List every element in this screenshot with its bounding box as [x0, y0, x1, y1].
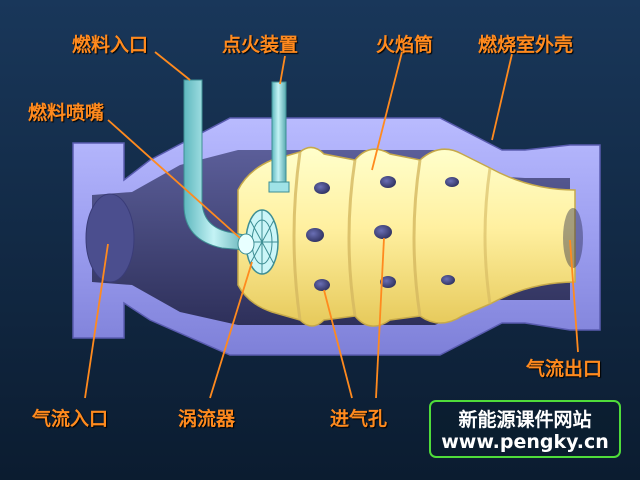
- label-intake-holes: 进气孔: [330, 408, 388, 430]
- label-fuel-inlet: 燃料入口: [72, 34, 149, 56]
- intake-hole: [374, 225, 392, 239]
- intake-hole: [380, 276, 396, 288]
- swirler: [245, 209, 279, 275]
- site-url: www.pengky.cn: [441, 431, 609, 453]
- label-outer-casing: 燃烧室外壳: [478, 34, 574, 56]
- intake-hole: [441, 275, 455, 285]
- leader-line-ignition: [279, 55, 286, 85]
- label-air-outlet: 气流出口: [526, 358, 603, 380]
- leader-line-outer-casing: [491, 53, 513, 141]
- label-fuel-nozzle: 燃料喷嘴: [28, 102, 105, 124]
- fuel-nozzle: [237, 233, 255, 255]
- leader-line-flame-tube: [371, 51, 403, 171]
- leader-line-fuel-inlet: [154, 51, 191, 81]
- intake-hole: [445, 177, 459, 187]
- ignition-device: [271, 81, 287, 193]
- leader-line-fuel-nozzle: [107, 119, 241, 239]
- label-swirler: 涡流器: [178, 408, 236, 430]
- air-outlet-opening: [563, 208, 583, 268]
- intake-hole: [314, 182, 330, 194]
- intake-holes: [306, 176, 459, 291]
- air-inlet-opening: [85, 193, 135, 283]
- intake-hole: [380, 176, 396, 188]
- site-badge: 新能源课件网站 www.pengky.cn: [429, 400, 621, 458]
- leader-line-air-inlet: [84, 243, 109, 399]
- label-flame-tube: 火焰筒: [376, 34, 434, 56]
- label-air-inlet: 气流入口: [32, 408, 109, 430]
- intake-hole: [306, 228, 324, 242]
- intake-hole: [314, 279, 330, 291]
- label-ignition-device: 点火装置: [222, 34, 299, 56]
- leader-line-air-outlet: [569, 239, 579, 353]
- leader-line-intake-holes-1: [323, 289, 353, 399]
- leader-line-intake-holes-2: [375, 237, 385, 399]
- leader-line-swirler: [209, 261, 253, 399]
- leader-lines: [84, 51, 579, 399]
- site-name: 新能源课件网站: [458, 409, 592, 431]
